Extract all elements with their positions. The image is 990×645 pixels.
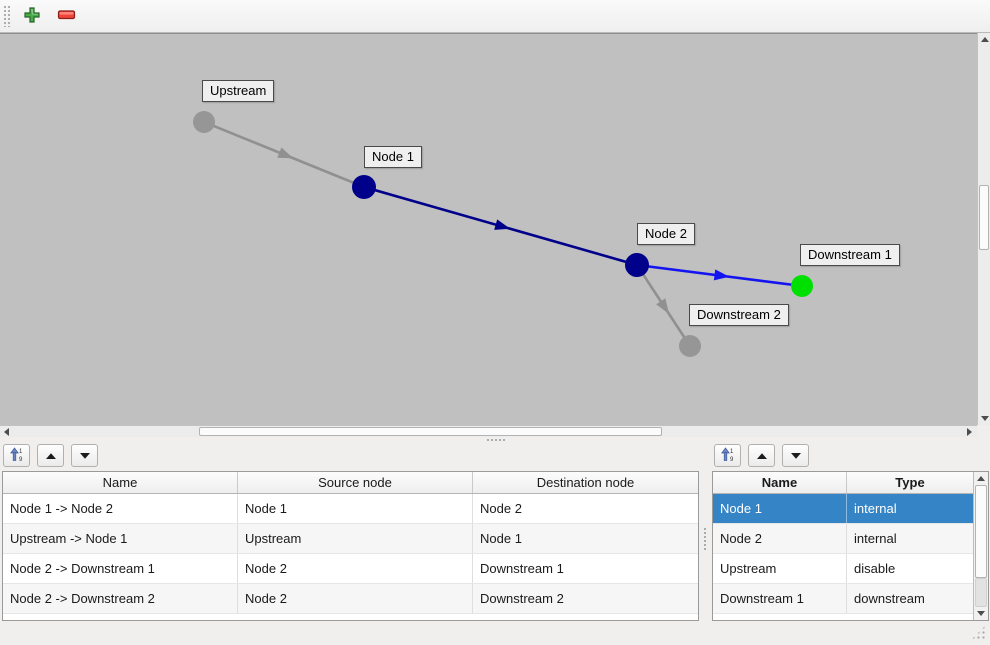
table-cell[interactable]: Downstream 1 bbox=[480, 561, 564, 576]
canvas-hscroll-thumb[interactable] bbox=[199, 427, 662, 436]
column-header-name[interactable]: Name bbox=[3, 472, 238, 493]
svg-text:9: 9 bbox=[730, 457, 734, 462]
scroll-right-arrow[interactable] bbox=[963, 426, 975, 438]
edge-arrow-icon bbox=[494, 219, 511, 230]
canvas-vscroll-thumb[interactable] bbox=[979, 185, 989, 250]
svg-text:1: 1 bbox=[19, 449, 23, 455]
edge-arrow-icon bbox=[656, 298, 669, 314]
toolbar bbox=[0, 0, 990, 33]
edge-arrow-icon bbox=[713, 269, 730, 281]
table-row[interactable]: Node 2 internal bbox=[713, 524, 973, 554]
node-label-upstream[interactable]: Upstream bbox=[202, 80, 275, 102]
move-down-button[interactable] bbox=[782, 444, 809, 467]
remove-node-button[interactable] bbox=[53, 2, 81, 30]
remove-icon bbox=[57, 9, 77, 24]
scroll-down-arrow[interactable] bbox=[978, 412, 990, 425]
node-label-node1[interactable]: Node 1 bbox=[364, 146, 422, 168]
nodes-table-header: Name Type bbox=[713, 472, 973, 494]
table-cell[interactable]: disable bbox=[854, 561, 896, 576]
column-header-name[interactable]: Name bbox=[713, 472, 847, 493]
table-cell[interactable]: Node 2 bbox=[713, 524, 847, 553]
resize-grip[interactable] bbox=[971, 625, 986, 640]
table-cell[interactable]: Upstream -> Node 1 bbox=[3, 524, 238, 553]
move-up-button[interactable] bbox=[748, 444, 775, 467]
scroll-up-arrow[interactable] bbox=[978, 33, 990, 46]
table-cell[interactable]: Node 2 bbox=[480, 501, 522, 516]
move-down-button[interactable] bbox=[71, 444, 98, 467]
node-label-downstream1[interactable]: Downstream 1 bbox=[800, 244, 900, 266]
add-node-button[interactable] bbox=[18, 2, 46, 30]
table-cell[interactable]: Node 1 bbox=[238, 494, 473, 523]
scroll-up-arrow[interactable] bbox=[974, 472, 988, 485]
nodes-table-scroll-thumb[interactable] bbox=[975, 485, 987, 578]
table-cell[interactable]: Node 1 bbox=[480, 531, 522, 546]
scroll-trough[interactable] bbox=[975, 578, 987, 607]
scroll-left-arrow[interactable] bbox=[0, 426, 12, 438]
table-cell[interactable]: Node 1 -> Node 2 bbox=[3, 494, 238, 523]
table-filler bbox=[713, 614, 973, 619]
triangle-down-icon bbox=[79, 448, 91, 463]
table-cell[interactable]: Upstream bbox=[238, 524, 473, 553]
table-cell[interactable]: Downstream 1 bbox=[713, 584, 847, 613]
node-label-downstream2[interactable]: Downstream 2 bbox=[689, 304, 789, 326]
move-up-button[interactable] bbox=[37, 444, 64, 467]
canvas-vscrollbar[interactable] bbox=[977, 33, 990, 425]
graph-svg[interactable] bbox=[0, 34, 977, 425]
horizontal-splitter-handle[interactable] bbox=[486, 438, 506, 443]
column-header-type[interactable]: Type bbox=[895, 475, 925, 490]
svg-text:9: 9 bbox=[19, 457, 23, 462]
node-downstream2[interactable] bbox=[679, 335, 701, 357]
canvas-hscrollbar[interactable] bbox=[0, 425, 977, 437]
table-cell[interactable]: Upstream bbox=[713, 554, 847, 583]
table-cell[interactable]: downstream bbox=[854, 591, 925, 606]
scroll-down-arrow[interactable] bbox=[974, 607, 988, 620]
node-upstream[interactable] bbox=[193, 111, 215, 133]
table-row[interactable]: Upstream disable bbox=[713, 554, 973, 584]
nodes-table-vscrollbar[interactable] bbox=[973, 472, 988, 620]
table-filler bbox=[3, 614, 698, 619]
table-cell[interactable]: internal bbox=[854, 501, 897, 516]
column-header-source-node[interactable]: Source node bbox=[238, 472, 473, 493]
table-row[interactable]: Node 1 internal bbox=[713, 494, 973, 524]
node-label-node2[interactable]: Node 2 bbox=[637, 223, 695, 245]
table-cell[interactable]: Node 2 -> Downstream 2 bbox=[3, 584, 238, 613]
triangle-up-icon bbox=[45, 448, 57, 463]
add-icon bbox=[23, 6, 41, 27]
vertical-splitter-handle[interactable] bbox=[703, 527, 708, 551]
table-cell[interactable]: internal bbox=[854, 531, 897, 546]
triangle-down-icon bbox=[790, 448, 802, 463]
node-downstream1[interactable] bbox=[791, 275, 813, 297]
table-cell[interactable]: Downstream 2 bbox=[480, 591, 564, 606]
table-row[interactable]: Downstream 1 downstream bbox=[713, 584, 973, 614]
table-cell[interactable]: Node 2 -> Downstream 1 bbox=[3, 554, 238, 583]
node-node2[interactable] bbox=[625, 253, 649, 277]
table-cell[interactable]: Node 2 bbox=[238, 554, 473, 583]
column-header-destination-node[interactable]: Destination node bbox=[536, 475, 635, 490]
node-node1[interactable] bbox=[352, 175, 376, 199]
table-cell[interactable]: Node 1 bbox=[713, 494, 847, 523]
toolbar-grip[interactable] bbox=[3, 5, 11, 27]
table-cell[interactable]: Node 2 bbox=[238, 584, 473, 613]
triangle-up-icon bbox=[756, 448, 768, 463]
svg-text:1: 1 bbox=[730, 449, 734, 455]
edge-arrow-icon bbox=[277, 147, 294, 159]
